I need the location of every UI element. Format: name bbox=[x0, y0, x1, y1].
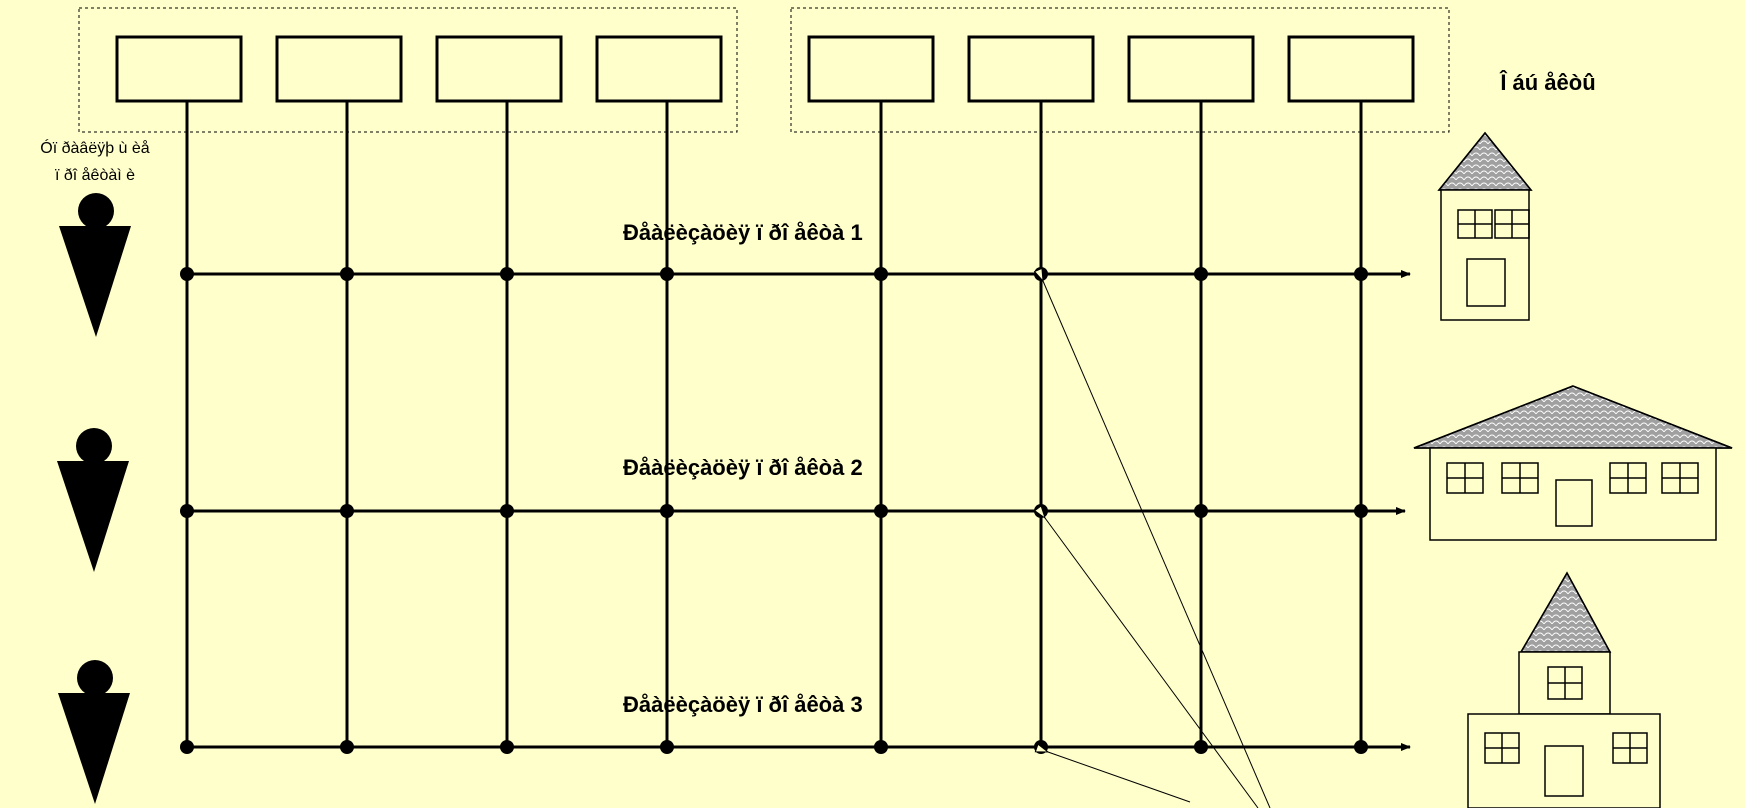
column-box bbox=[275, 35, 403, 103]
row-label-1: Ðåàëèçàöèÿ ï ðî åêòà 1 bbox=[623, 220, 863, 245]
right-caption: Î áú åêòû bbox=[1499, 70, 1595, 95]
node-dot bbox=[340, 740, 354, 754]
node-dot bbox=[1034, 504, 1048, 518]
node-dot bbox=[660, 267, 674, 281]
left-caption-line-1: Óï ðàâëÿþ ù èå bbox=[40, 138, 150, 157]
node-dot bbox=[1354, 740, 1368, 754]
wide-building-icon bbox=[1413, 385, 1733, 541]
node-dot bbox=[660, 504, 674, 518]
node-dot bbox=[874, 267, 888, 281]
node-dot bbox=[1034, 267, 1048, 281]
column-box bbox=[1287, 35, 1415, 103]
node-dot bbox=[500, 267, 514, 281]
node-dot bbox=[180, 740, 194, 754]
left-caption-line-2: ï ðî åêòàì è bbox=[55, 166, 135, 184]
node-dot bbox=[1354, 267, 1368, 281]
node-dot bbox=[874, 740, 888, 754]
column-group-frame-2 bbox=[790, 7, 1450, 133]
node-dot bbox=[500, 504, 514, 518]
column-box bbox=[967, 35, 1095, 103]
column-box bbox=[115, 35, 243, 103]
pointer-line-3 bbox=[1048, 752, 1191, 803]
node-dot bbox=[1354, 504, 1368, 518]
node-dot bbox=[1194, 267, 1208, 281]
house-icon bbox=[1437, 131, 1533, 321]
pointer-line-2 bbox=[1045, 518, 1259, 808]
node-dot bbox=[180, 504, 194, 518]
node-dot bbox=[500, 740, 514, 754]
node-dot bbox=[1194, 740, 1208, 754]
column-group-frame-1 bbox=[78, 7, 738, 133]
node-dot bbox=[1194, 504, 1208, 518]
column-boxes bbox=[115, 35, 1415, 103]
column-box bbox=[435, 35, 563, 103]
node-dot bbox=[180, 267, 194, 281]
column-box bbox=[1127, 35, 1255, 103]
tower-building-icon bbox=[1467, 571, 1661, 808]
node-dot bbox=[340, 267, 354, 281]
intersection-dots bbox=[180, 267, 1368, 754]
person-icon bbox=[59, 193, 131, 337]
row-label-2: Ðåàëèçàöèÿ ï ðî åêòà 2 bbox=[623, 455, 863, 480]
node-dot bbox=[874, 504, 888, 518]
node-dot bbox=[1034, 740, 1048, 754]
node-dot bbox=[660, 740, 674, 754]
person-icon bbox=[58, 660, 130, 804]
column-box bbox=[595, 35, 723, 103]
pointer-lines bbox=[1043, 281, 1271, 808]
row-lines bbox=[187, 270, 1411, 751]
row-label-3: Ðåàëèçàöèÿ ï ðî åêòà 3 bbox=[623, 692, 863, 717]
node-dot bbox=[340, 504, 354, 518]
pointer-line-1 bbox=[1043, 281, 1271, 808]
person-icon bbox=[57, 428, 129, 572]
vertical-lines bbox=[185, 100, 1363, 747]
column-box bbox=[807, 35, 935, 103]
